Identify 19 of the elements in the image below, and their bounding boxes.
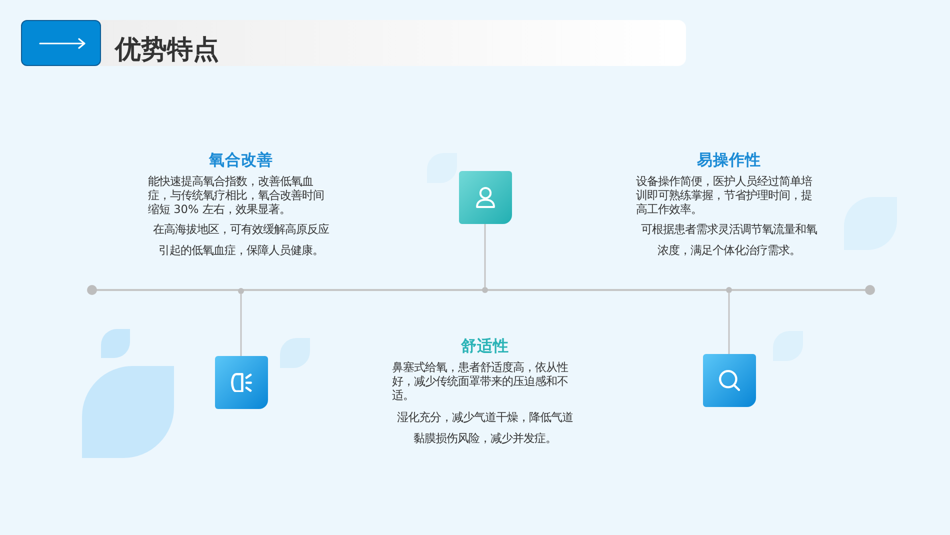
- icon-tile: [458, 171, 512, 224]
- connector-line: [728, 293, 730, 354]
- body-text: 可根据患者需求灵活调节氧流量和氧浓度，满足个体化治疗需求。: [640, 222, 818, 258]
- junction-dot: [238, 288, 244, 294]
- body-text: 能快速提高氧合指数，改善低氧血症，与传统氧疗相比，氧合改善时间缩短 30% 左右，效果显著。: [148, 175, 325, 217]
- connector-line: [240, 294, 242, 356]
- junction-dot: [726, 287, 732, 293]
- body-text: 设备操作简便，医护人员经过简单培训即可熟练掌握，节省护理时间，提高工作效率。: [636, 175, 814, 217]
- body-text: 湿化充分，减少气道干燥，降低气道黏膜损伤风险，减少并发症。: [396, 410, 574, 446]
- section-heading: 舒适性: [461, 337, 509, 355]
- icon-tile: [214, 356, 268, 409]
- connector-line: [484, 224, 486, 287]
- page-title: 优势特点: [115, 35, 219, 65]
- body-text: 在高海拔地区，可有效缓解高原反应引起的低氧血症，保障人员健康。: [152, 222, 330, 258]
- section-heading: 氧合改善: [209, 151, 273, 169]
- body-text: 鼻塞式给氧，患者舒适度高，依从性好，减少传统面罩带来的压迫感和不适。: [392, 361, 569, 403]
- section-heading: 易操作性: [697, 151, 761, 169]
- icon-tile: [702, 354, 756, 407]
- junction-dot: [482, 287, 488, 293]
